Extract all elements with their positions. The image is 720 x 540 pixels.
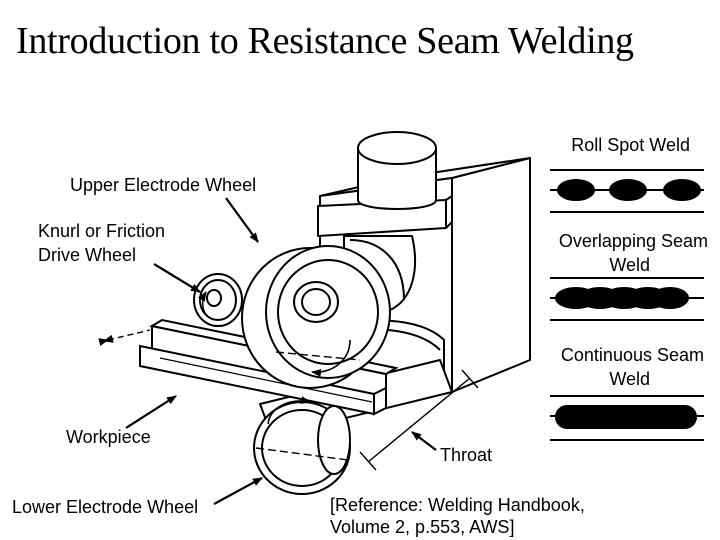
throat-dimension (359, 369, 479, 471)
overlapping-seam-weld-icon (550, 277, 704, 321)
label-overlapping-seam-line2: Weld (609, 255, 650, 275)
upper-electrode-wheel (241, 245, 391, 389)
label-reference-line2: Volume 2, p.553, AWS] (330, 517, 515, 537)
label-workpiece: Workpiece (66, 427, 151, 447)
label-upper-electrode-wheel: Upper Electrode Wheel (70, 175, 257, 195)
label-throat: Throat (440, 445, 493, 465)
knurl-drive-wheel (193, 273, 243, 327)
label-roll-spot-weld: Roll Spot Weld (571, 135, 690, 155)
leader-arrows (125, 197, 437, 505)
label-lower-electrode-wheel: Lower Electrode Wheel (12, 497, 199, 517)
label-reference-line1: [Reference: Welding Handbook, (330, 495, 585, 515)
feed-direction-arrow (98, 329, 151, 346)
slide-title: Introduction to Resistance Seam Welding (16, 20, 634, 62)
label-continuous-seam-line2: Weld (609, 369, 650, 389)
label-overlapping-seam-line1: Overlapping Seam (558, 231, 708, 251)
continuous-seam-weld-icon (550, 395, 704, 441)
label-knurl-line1: Knurl or Friction (38, 221, 166, 241)
roll-spot-weld-icon (550, 169, 704, 213)
lower-electrode-wheel (253, 396, 351, 495)
label-knurl-line2: Drive Wheel (38, 245, 137, 265)
label-continuous-seam-line1: Continuous Seam (560, 345, 704, 365)
